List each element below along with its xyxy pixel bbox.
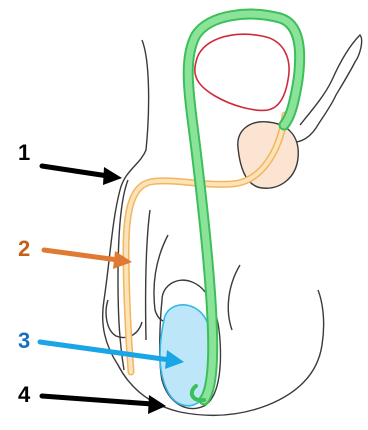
thigh-outline (228, 265, 240, 330)
label-2: 2 (18, 236, 30, 261)
leg-outline (154, 235, 172, 321)
label-4: 4 (18, 382, 31, 407)
label-1: 1 (18, 140, 30, 165)
label-3: 3 (18, 328, 30, 353)
arrow-1 (42, 166, 122, 185)
bladder (195, 34, 289, 110)
